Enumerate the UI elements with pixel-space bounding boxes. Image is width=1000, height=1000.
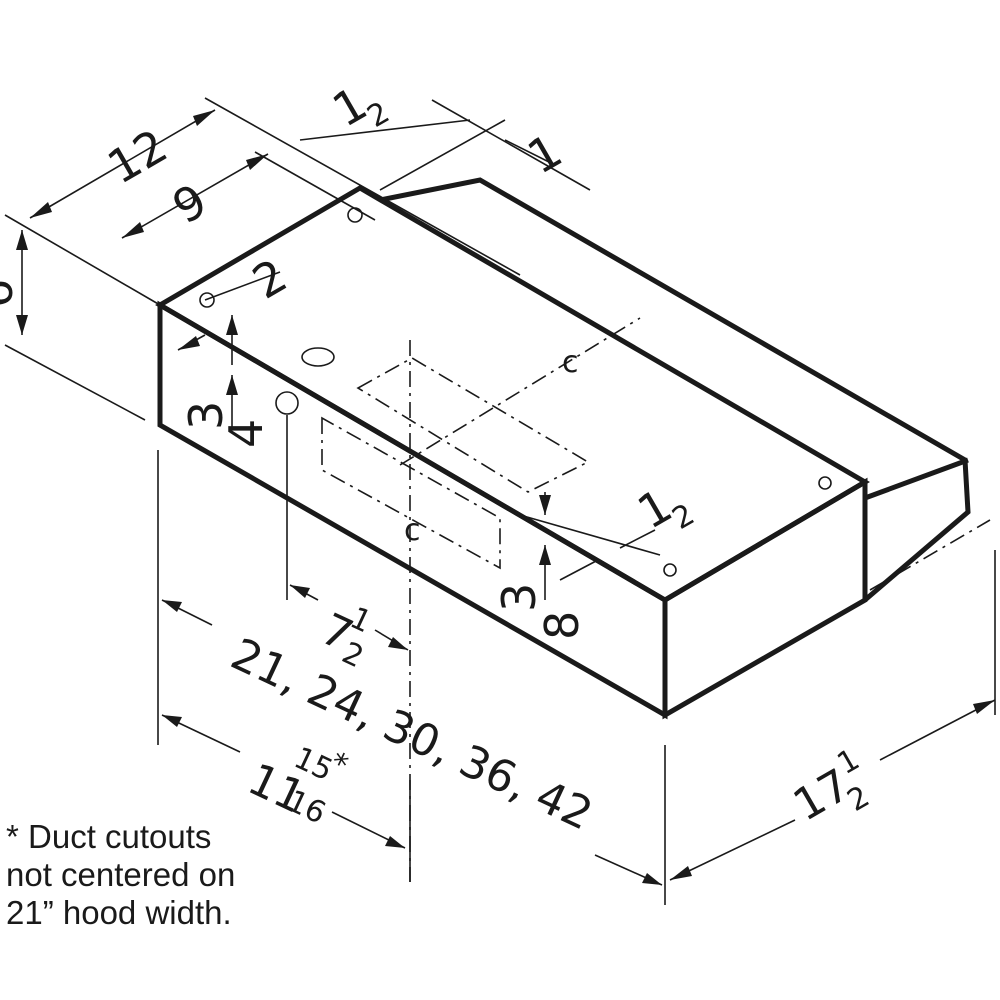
duct-cutout-note: * Duct cutouts not centered on 21” hood … [6, 818, 306, 932]
dim-side-offset: 2 [244, 248, 296, 309]
hood-body [155, 177, 971, 720]
keyhole-slot-front [663, 563, 677, 577]
centerline-top [399, 317, 641, 466]
hood-right-face [662, 477, 868, 720]
center-mark-front: c [404, 513, 421, 548]
dim-cutout-width-num: 1 [345, 601, 377, 641]
dim-depth-to-cutout: 9 [164, 173, 216, 234]
dim-length-den: 2 [842, 779, 876, 819]
keyhole-slot-back [818, 476, 832, 490]
mounting-hole-front [275, 391, 299, 415]
note-line-3: 21” hood width. [6, 894, 232, 931]
dim-depth-overall: 12 [99, 118, 177, 194]
dim-three-eighth-den: 8 [535, 611, 589, 640]
center-mark-top: c [562, 345, 579, 380]
top-duct-cutout [356, 357, 590, 493]
dim-three-quarter-den: 4 [219, 419, 273, 448]
mounting-hole-top-back [347, 207, 363, 223]
dim-right-offset-half: 2 [667, 497, 701, 537]
dim-three-quarter-num: 3 [179, 401, 233, 430]
mounting-hole-top-left [199, 292, 215, 308]
note-line-2: not centered on [6, 856, 236, 893]
dim-height: 6 [0, 279, 23, 308]
centerline-side [869, 519, 991, 591]
note-line-1: * Duct cutouts [6, 818, 212, 855]
hood-back-shroud [379, 177, 971, 602]
dimension-lines [4, 97, 996, 905]
cutouts: c c [199, 207, 991, 882]
arrowheads [16, 110, 995, 885]
dim-three-eighth-num: 3 [492, 583, 546, 612]
front-duct-cutout [321, 416, 501, 570]
mounting-hole-large [301, 347, 335, 367]
hood-back-shroud-edge [864, 457, 969, 501]
